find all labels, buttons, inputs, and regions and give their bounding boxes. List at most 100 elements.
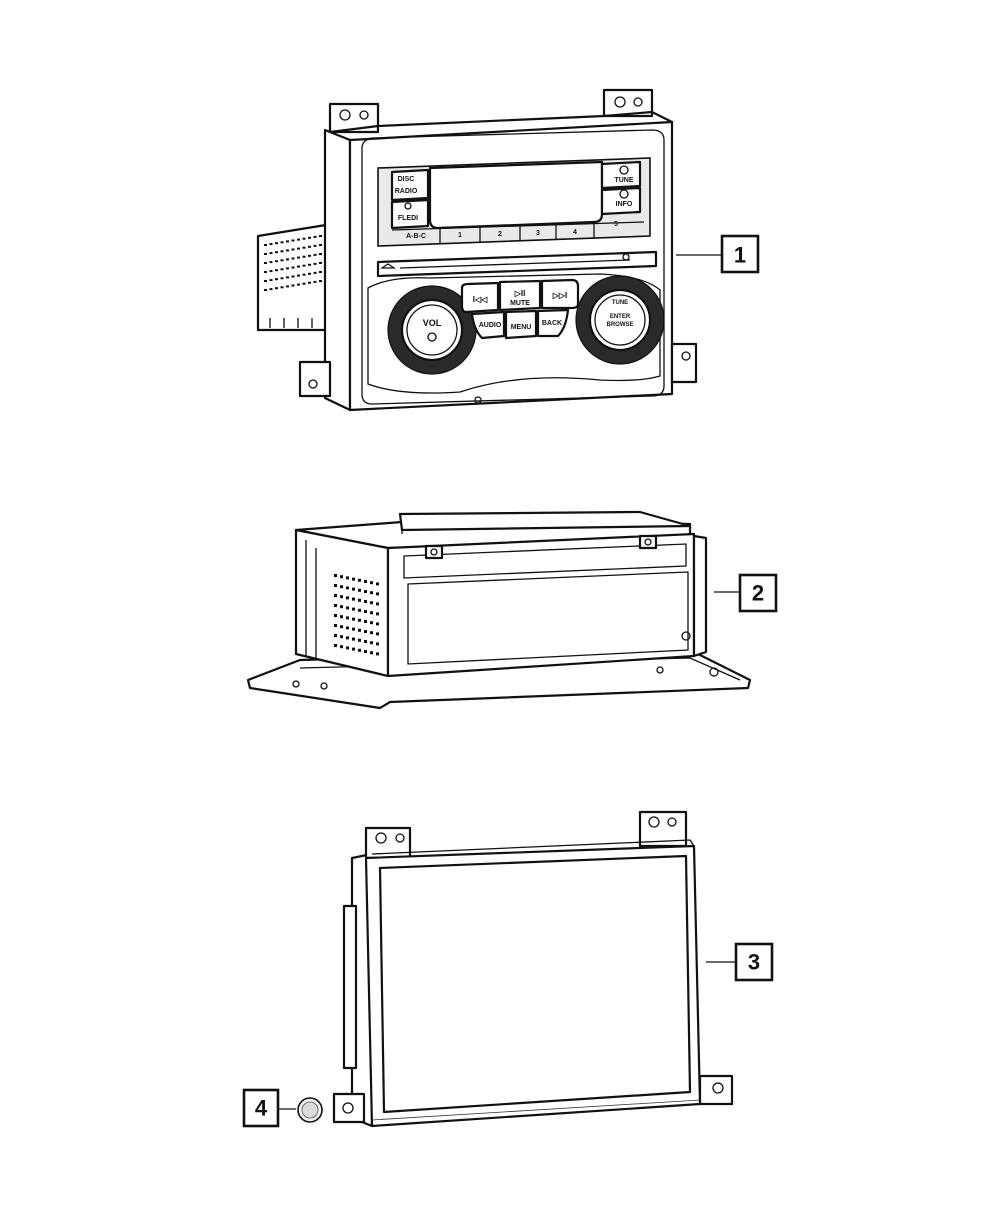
audio-label: AUDIO [479,322,502,329]
vent-slot [334,594,337,597]
vol-label: VOL [423,318,442,328]
flange-hole [320,682,328,690]
back-button [536,308,570,338]
vent-grille [334,574,379,656]
vent-slot [340,645,343,649]
top-lid [398,510,692,532]
vent-slot [297,265,300,268]
vent-slot [264,289,267,291]
mount-hole [339,109,351,121]
vent-slot [334,604,337,607]
vent-slot [340,575,343,579]
info-button [600,186,642,216]
vent-slot [346,616,349,620]
preset-1: 1 [458,232,462,239]
vent-slot [346,586,349,590]
rear-chassis [256,222,334,332]
enter-label: ENTER [610,314,631,320]
mount-hole [667,817,677,827]
tune-label: TUNE [614,177,633,184]
vent-slot [275,251,278,254]
callout-label-1: 1 [734,243,746,268]
mount-hole [648,816,660,828]
vent-slot [275,278,278,281]
washer [297,1097,323,1123]
vent-slot [358,618,361,622]
flange-hole [292,680,300,688]
vent-slot [376,582,379,586]
vent-slot [313,271,317,274]
vent-slot [340,635,343,639]
vent-slot [275,287,278,290]
vent-slot [269,261,273,264]
vent-slot [352,607,355,611]
next-button [540,278,580,310]
vent-slot [275,242,278,245]
callout-label-3: 3 [748,950,760,975]
callout-box-1 [720,234,760,274]
vent-slot [364,640,367,643]
vent-slot [352,637,355,641]
vent-slot [291,239,295,242]
vent-slot [376,612,379,616]
preset-row: A-B-C 1 2 3 4 5 [391,221,645,244]
vent-slot [346,636,349,640]
vent-slot [286,240,289,243]
vent-slot [376,632,379,636]
vent-slot [308,245,311,248]
vent-slot [302,264,306,267]
vent-slot [340,605,343,609]
vent-slot [313,253,317,256]
vent-slot [308,281,311,284]
vent-slot [264,262,267,264]
vent-slot [376,602,379,606]
radio-head-unit: DISC RADIO FLEDI TUNE INFO A-B-C 1 2 3 4… [256,88,698,412]
vent-slot [269,270,273,273]
vent-slot [286,267,289,270]
vent-slot [286,276,289,279]
vent-slot [340,615,343,619]
vent-slot [319,280,322,282]
front-screw [681,631,691,641]
vent-slot [364,620,367,623]
front-upper-band [403,543,687,579]
vent-slot [346,576,349,580]
radio-module [246,510,752,710]
preset-3: 3 [536,230,540,237]
preset-abc: A-B-C [406,233,426,240]
vent-slot [319,244,322,246]
mount-hole [395,833,405,843]
vent-slot [346,596,349,600]
tune-knob: TUNE ENTER BROWSE [575,275,665,365]
mount-hole [359,110,369,120]
vent-slot [286,285,289,288]
mount-hole [614,96,626,108]
vent-slot [370,641,373,645]
vent-slot [370,591,373,595]
vent-slot [297,256,300,259]
cd-slot-opening [399,259,631,269]
callout-box-3 [734,942,774,982]
display-side-bracket [342,904,358,1070]
flange-hole [656,666,664,674]
media-buttons: I◁◁ ▷II MUTE ▷▷I AUDIO MENU BACK [460,278,580,340]
vent-slot [340,625,343,629]
vent-slot [358,598,361,602]
vent-slot [297,238,300,241]
vent-slot [280,241,284,244]
mounting-tab [698,1074,734,1106]
prev-label: I◁◁ [473,295,488,304]
mounting-tab [298,360,332,398]
vent-slot [264,253,267,255]
vent-slot [302,246,306,249]
audio-button [470,310,506,340]
disc-label: DISC [398,176,415,183]
vent-slot [308,263,311,266]
left-side [294,528,390,678]
mount-hole [375,832,387,844]
clock-icon [619,165,629,175]
vent-slot [358,648,361,652]
mounting-tab [602,88,654,118]
vent-slot [291,275,295,278]
info-label: INFO [616,201,633,208]
